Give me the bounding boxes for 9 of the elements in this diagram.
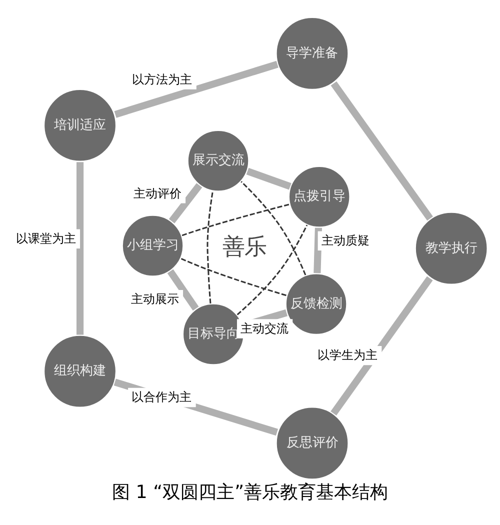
edge-label: 以课堂为主 [16, 232, 76, 246]
label: 善乐 [222, 234, 266, 260]
edge-label: 以方法为主 [132, 72, 192, 86]
edge-label: 主动展示 [130, 292, 179, 306]
edge-label: 以学生为主 [317, 348, 378, 362]
edge-label: 主动评价 [133, 186, 182, 200]
caption: 图 1 “双圆四主”善乐教育基本结构 [112, 482, 388, 504]
edge-label: 主动质疑 [321, 233, 370, 248]
edge-label: 以合作为主 [132, 390, 192, 404]
